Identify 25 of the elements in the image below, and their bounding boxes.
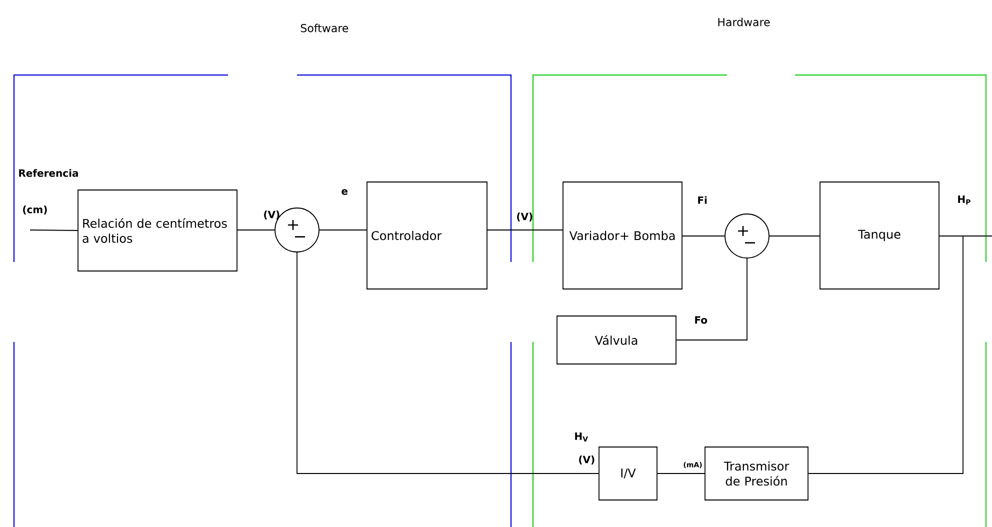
summing-junction: + − [724,214,770,258]
signal-label: Fi [698,196,707,204]
signal-line [30,230,78,231]
signal-label: Fo [695,316,708,324]
block-box: Relación de centímetros a voltios [78,190,238,272]
signal-label: (cm) [23,206,47,214]
signal-label: (V) [579,456,594,464]
block-box: Variador+ Bomba [562,182,682,290]
signal-label: Referencia [19,169,78,177]
signal-line [296,252,599,474]
signal-label: H$_{V}$ [575,432,588,442]
block-box: Tanque [820,182,940,290]
block-box: Transmisor de Presión [704,446,808,500]
signal-label: Hardware [718,18,770,26]
signal-label: e [342,189,348,195]
signal-label: Software [300,24,348,32]
signal-label: H$_{P}$ [958,196,970,204]
signal-line [676,258,748,340]
signal-line [657,473,705,474]
block-box: Controlador [366,182,488,290]
block-box: I/V [598,446,658,500]
signal-label: (V) [517,212,532,222]
block-box: Válvula [556,316,676,364]
signal-line [808,236,964,474]
signal-label: (V) [264,210,280,220]
